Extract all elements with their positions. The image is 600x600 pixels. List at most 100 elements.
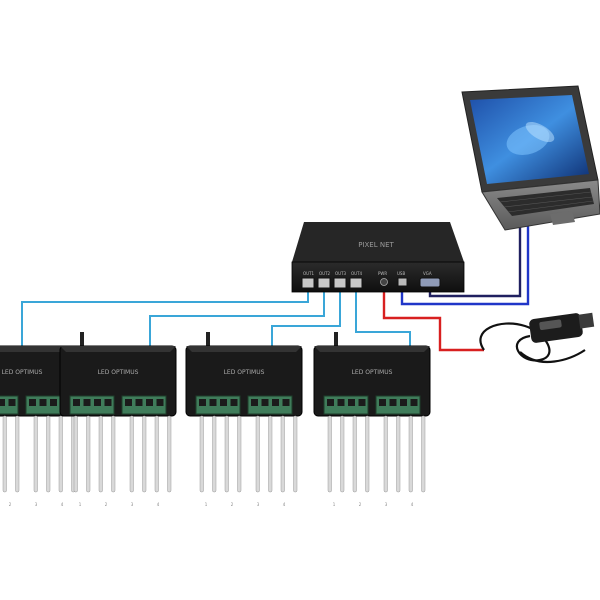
module-bevel [60, 346, 176, 352]
module-bevel [314, 346, 430, 352]
sensor-probe [293, 415, 298, 493]
probe-number: 2 [9, 502, 12, 507]
sensor-probe [396, 415, 401, 493]
sensor-probe [98, 415, 103, 493]
port-label-out2: OUT2 [319, 271, 331, 276]
probe-number: 4 [411, 502, 414, 507]
ethernet-cable-2 [149, 288, 325, 346]
terminal-screw [379, 399, 386, 406]
terminal-screw [282, 399, 290, 406]
terminal-screw [135, 399, 143, 406]
sensor-probe [408, 415, 413, 493]
terminal-block [69, 395, 115, 415]
port-label-out1: OUT1 [303, 271, 315, 276]
terminal-screw [230, 399, 238, 406]
sensor-probe [111, 415, 116, 493]
module-antenna [334, 332, 338, 348]
sensor-probe [46, 415, 51, 493]
sensor-probe [199, 415, 204, 493]
sensor-probe [86, 415, 91, 493]
port-label-pwr: PWR [378, 271, 387, 276]
sensor-probe [340, 415, 345, 493]
port-label-out4: OUT4 [351, 271, 363, 276]
terminal-block [323, 395, 369, 415]
sensor-probe [268, 415, 273, 493]
ethernet-port-2 [317, 277, 331, 289]
sensor-probe [255, 415, 260, 493]
power-adapter [479, 312, 595, 363]
port-label-out3: OUT3 [335, 271, 347, 276]
sensor-probe [154, 415, 159, 493]
probe-number: 4 [283, 502, 286, 507]
sensor-probe [327, 415, 332, 493]
sensor-probe [280, 415, 285, 493]
probe-number: 3 [385, 502, 388, 507]
sensor-probe [352, 415, 357, 493]
terminal-screw [156, 399, 164, 406]
terminal-screw [125, 399, 132, 406]
module-antenna [206, 332, 210, 348]
power-cable [382, 288, 484, 352]
ethernet-port-3 [333, 277, 347, 289]
terminal-screw [0, 399, 5, 406]
sensor-probe [73, 415, 78, 493]
ethernet-cable-4 [355, 288, 411, 346]
sensor-probe [212, 415, 217, 493]
sensor-probe [129, 415, 134, 493]
sensor-probe [167, 415, 172, 493]
vga-port [419, 277, 441, 288]
probe-number: 1 [79, 502, 82, 507]
sensor-probe [224, 415, 229, 493]
controller-brand-label: PIXEL NET [358, 241, 394, 249]
sensor-probe [383, 415, 388, 493]
laptop-touchpad [550, 211, 575, 225]
probe-number: 2 [231, 502, 234, 507]
ethernet-cables [21, 288, 411, 346]
terminal-screw [272, 399, 279, 406]
sensor-probe [33, 415, 38, 493]
module-bevel [186, 346, 302, 352]
sensor-probe [15, 415, 20, 493]
terminal-block [247, 395, 293, 415]
usb-port [397, 277, 408, 287]
module-label: LED OPTIMUS [2, 369, 43, 376]
controller-top [292, 222, 464, 262]
probe-number: 4 [61, 502, 64, 507]
probe-number: 1 [333, 502, 336, 507]
terminal-screw [348, 399, 355, 406]
terminal-screw [83, 399, 91, 406]
terminal-screw [327, 399, 334, 406]
power-port [380, 278, 388, 286]
terminal-screw [358, 399, 366, 406]
probe-number: 2 [359, 502, 362, 507]
terminal-screw [104, 399, 112, 406]
terminal-screw [337, 399, 345, 406]
port-labels: OUT1 OUT2 OUT3 OUT4 PWR USB VGA [303, 271, 432, 276]
terminal-screw [146, 399, 153, 406]
terminal-block [375, 395, 421, 415]
sensor-probe [237, 415, 242, 493]
terminal-screw [8, 399, 16, 406]
controller-hub: PIXEL NET OUT1 OUT2 OUT3 OUT4 PWR USB VG… [291, 222, 465, 293]
probe-number: 3 [35, 502, 38, 507]
sensor-probe [365, 415, 370, 493]
terminal-block [121, 395, 167, 415]
terminal-screw [220, 399, 227, 406]
sensor-probe [142, 415, 147, 493]
terminal-screw [199, 399, 206, 406]
terminal-screw [400, 399, 407, 406]
probe-number: 2 [105, 502, 108, 507]
terminal-screw [94, 399, 101, 406]
probe-number: 3 [131, 502, 134, 507]
terminal-block [195, 395, 241, 415]
terminal-screw [389, 399, 397, 406]
port-label-vga: VGA [423, 271, 432, 276]
sensor-probe [421, 415, 426, 493]
terminal-screw [410, 399, 418, 406]
terminal-screw [73, 399, 80, 406]
ethernet-port-4 [349, 277, 363, 289]
probe-number: 3 [257, 502, 260, 507]
probe-number: 1 [205, 502, 208, 507]
